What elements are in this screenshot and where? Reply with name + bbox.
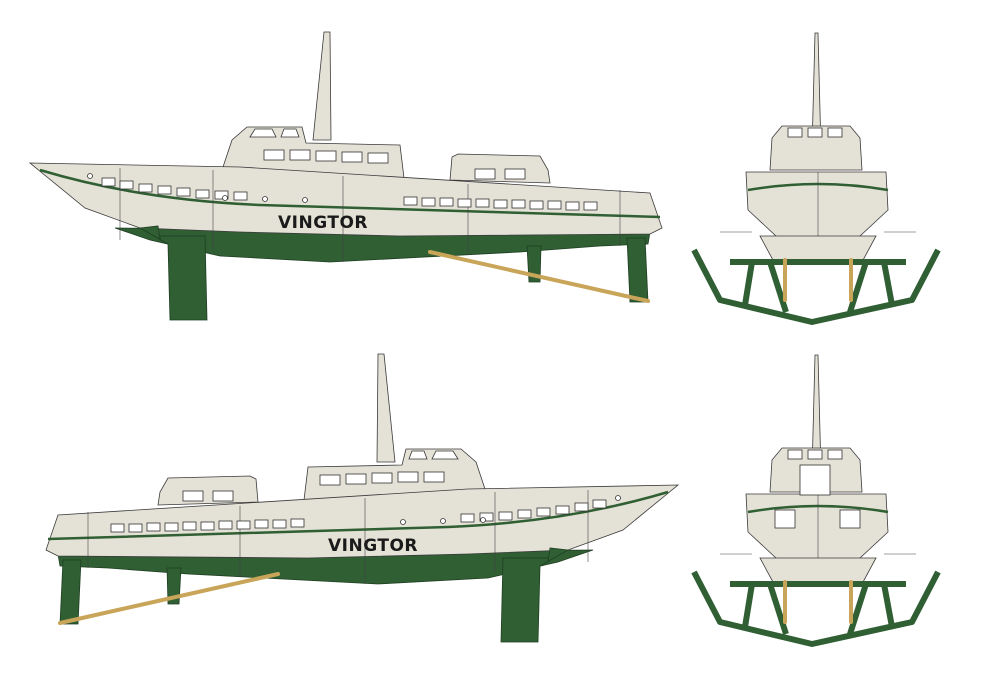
hull-name-label: VINGTOR [278, 213, 368, 233]
rear-door [799, 464, 831, 496]
hull-name-label: VINGTOR [328, 536, 418, 556]
front-view [694, 33, 938, 322]
side-view-port: VINGTOR [44, 352, 680, 644]
side-view-starboard: VINGTOR [28, 30, 664, 322]
rear-view [694, 355, 938, 644]
